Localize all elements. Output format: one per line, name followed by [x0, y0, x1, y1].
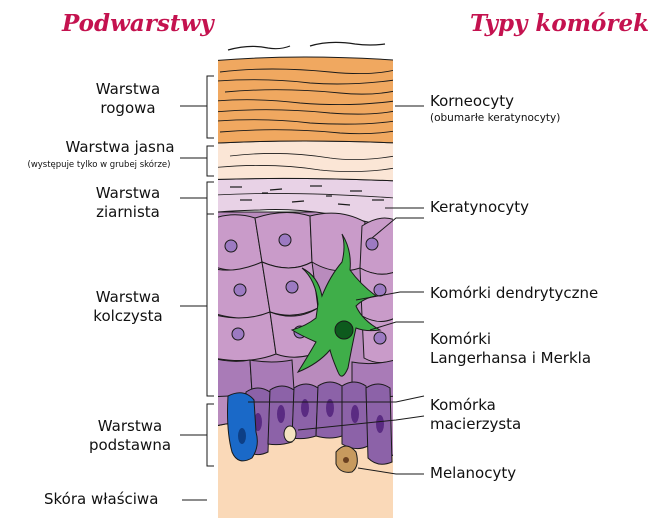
cell-langerhansa-line2: Langerhansa i Merkla [430, 349, 591, 368]
cell-korneocyty-note: (obumarłe keratynocyty) [430, 112, 560, 125]
layer-ziarnista-line1: Warstwa [78, 184, 178, 203]
cell-macierzysta-line2: macierzysta [430, 415, 521, 434]
cell-melanocyty: Melanocyty [430, 464, 516, 483]
cell-korneocyty: Korneocyty [430, 92, 514, 111]
layer-skora: Skóra właściwa [44, 490, 158, 509]
layer-podstawna: Warstwa podstawna [78, 417, 182, 455]
cell-macierzysta: Komórka macierzysta [430, 396, 521, 434]
cell-dendrytyczne: Komórki dendrytyczne [430, 284, 598, 303]
blue-cell [228, 393, 258, 461]
cell-macierzysta-line1: Komórka [430, 396, 521, 415]
layer-kolczysta-line1: Warstwa [78, 288, 178, 307]
subjects-heading: Podwarstwy [62, 10, 214, 37]
cell-langerhansa: Komórki Langerhansa i Merkla [430, 330, 591, 368]
layer-rogowa-line2: rogowa [78, 99, 178, 118]
cell-keratynocyty: Keratynocyty [430, 198, 529, 217]
epidermis-column [200, 57, 420, 523]
layer-rogowa: Warstwa rogowa [78, 80, 178, 118]
layer-ziarnista: Warstwa ziarnista [78, 184, 178, 222]
layer-jasna-note: (występuje tylko w grubej skórze) [6, 160, 192, 171]
stratum-lucidum [200, 141, 420, 182]
cell-types-heading: Typy komórek [470, 10, 649, 37]
layer-podstawna-line1: Warstwa [78, 417, 182, 436]
spinous-cells [205, 212, 395, 362]
stem-cell [284, 426, 296, 442]
layer-ziarnista-line2: ziarnista [78, 203, 178, 222]
layer-podstawna-line2: podstawna [78, 436, 182, 455]
cell-langerhansa-line1: Komórki [430, 330, 591, 349]
layer-kolczysta-line2: kolczysta [78, 307, 178, 326]
layer-jasna: Warstwa jasna [60, 138, 180, 157]
layer-kolczysta: Warstwa kolczysta [78, 288, 178, 326]
layer-brackets [207, 76, 214, 466]
layer-rogowa-line1: Warstwa [78, 80, 178, 99]
